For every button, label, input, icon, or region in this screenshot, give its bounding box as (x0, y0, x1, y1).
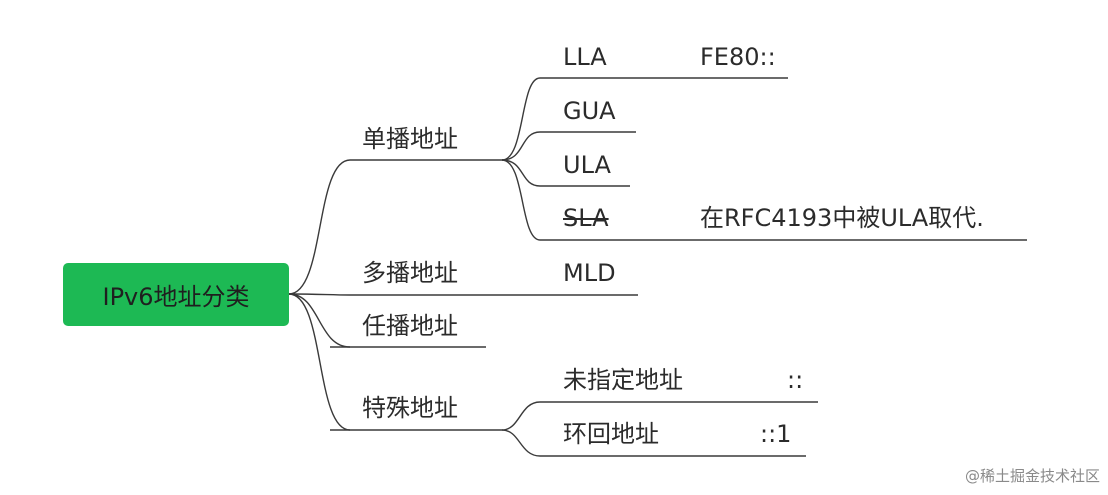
connector-unicast-ula (501, 159, 541, 187)
branch-multicast[interactable]: 多播地址 (362, 259, 458, 287)
connector-unicast-gua (501, 131, 541, 161)
leaf-gua[interactable]: GUA (563, 97, 616, 125)
leaf-unspecified-note: :: (787, 366, 804, 394)
leaf-sla-note: 在RFC4193中被ULA取代. (700, 204, 984, 232)
branch-unicast[interactable]: 单播地址 (362, 125, 458, 153)
connector-special-unspecified (501, 401, 541, 431)
root-label: IPv6地址分类 (102, 283, 250, 311)
leaf-unspecified[interactable]: 未指定地址 (563, 366, 683, 394)
connector-root-anycast (288, 293, 351, 348)
branch-anycast[interactable]: 任播地址 (362, 312, 458, 340)
leaf-lla[interactable]: LLA (563, 43, 607, 71)
connector-special-loopback (501, 429, 541, 457)
root-node[interactable]: IPv6地址分类 (63, 263, 289, 326)
connector-unicast-sla (501, 159, 541, 241)
connector-unicast-lla (501, 77, 541, 161)
branch-special[interactable]: 特殊地址 (362, 394, 458, 422)
leaf-loopback-note: ::1 (760, 420, 792, 448)
leaf-ula[interactable]: ULA (563, 151, 611, 179)
leaf-sla[interactable]: SLA (563, 204, 609, 232)
connector-root-multicast (288, 293, 351, 296)
watermark: @稀土掘金技术社区 (964, 467, 1100, 485)
connector-root-special (288, 293, 351, 431)
leaf-loopback[interactable]: 环回地址 (563, 420, 659, 448)
connector-root-unicast (288, 159, 351, 295)
leaf-lla-note: FE80:: (700, 43, 776, 71)
leaf-mld[interactable]: MLD (563, 259, 616, 287)
